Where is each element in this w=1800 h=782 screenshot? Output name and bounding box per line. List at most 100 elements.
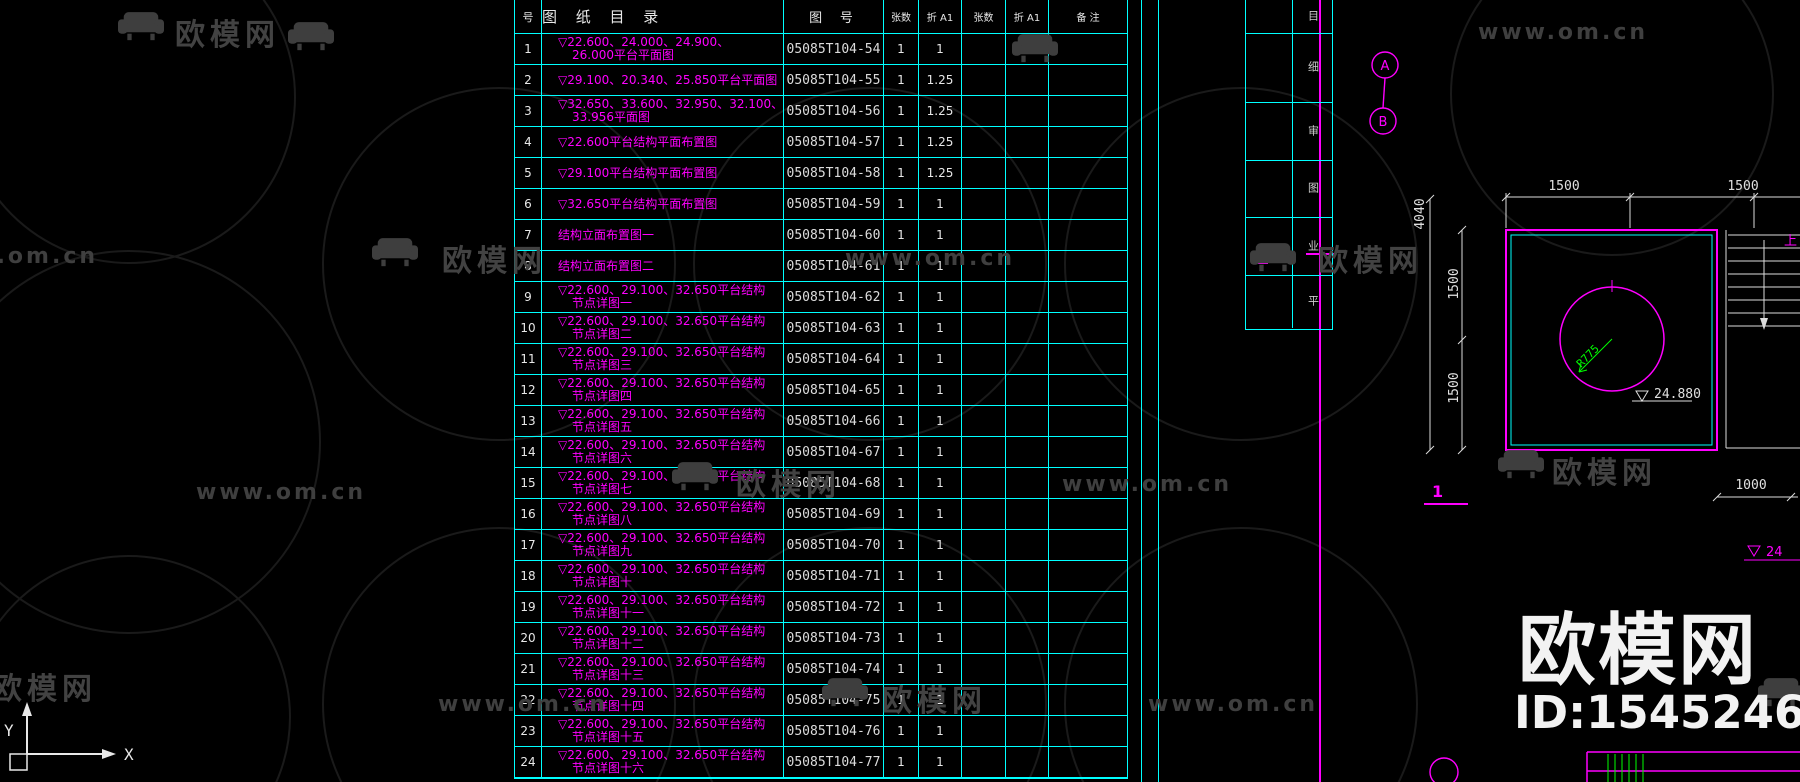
dim-total-height: 4040 xyxy=(1413,198,1428,229)
structural-plan-drawing[interactable]: A B 1500 xyxy=(1340,0,1800,782)
plan-geometry[interactable] xyxy=(1505,229,1718,451)
sheet-count-cell: 1 xyxy=(884,685,919,715)
drawing-number-cell: 05085T104-55 xyxy=(784,65,884,95)
drawing-number-cell: 05085T104-54 xyxy=(784,34,884,64)
drawing-title-line2: 26.000平台平面图 xyxy=(572,48,674,62)
titleblock-cell: 目 xyxy=(1246,0,1332,34)
table-row[interactable]: 21 ▽22.600、29.100、32.650平台结构 节点详图十三 0508… xyxy=(515,654,1127,685)
sheet-count-cell: 1 xyxy=(884,220,919,250)
drawing-title-line1: ▽29.100、20.340、25.850平台平面图 xyxy=(558,72,778,87)
table-row[interactable]: 3 ▽32.650、33.600、32.950、32.100、 33.956平面… xyxy=(515,96,1127,127)
titleblock-label: 目 xyxy=(1306,9,1320,24)
drawing-title-line2: 节点详图六 xyxy=(572,451,633,465)
drawing-title-cell: ▽29.100、20.340、25.850平台平面图 xyxy=(542,65,784,95)
table-row[interactable]: 20 ▽22.600、29.100、32.650平台结构 节点详图十二 0508… xyxy=(515,623,1127,654)
sheet-count-cell: 1 xyxy=(884,747,919,777)
table-row[interactable]: 5 ▽29.100平台结构平面布置图 05085T104-58 1 1.25 xyxy=(515,158,1127,189)
sheet-count-cell: 1 xyxy=(884,437,919,467)
fold-a1-cell: 1 xyxy=(919,251,962,281)
drawing-title-line1: ▽22.600、29.100、32.650平台结构 xyxy=(558,593,766,607)
fold-a1-cell: 1.25 xyxy=(919,158,962,188)
remark-cell xyxy=(1049,747,1127,777)
fold-a1-2-cell xyxy=(1006,375,1049,405)
stairs[interactable] xyxy=(1725,230,1800,449)
fold-a1-cell: 1.25 xyxy=(919,127,962,157)
table-row[interactable]: 1 ▽22.600、24.000、24.900、 26.000平台平面图 050… xyxy=(515,34,1127,65)
row-number: 14 xyxy=(515,437,542,467)
drawing-title-line1: ▽22.600、29.100、32.650平台结构 xyxy=(558,345,766,359)
dim-left-lower: 1500 xyxy=(1447,372,1462,403)
table-row[interactable]: 16 ▽22.600、29.100、32.650平台结构 节点详图八 05085… xyxy=(515,499,1127,530)
fold-a1-cell: 1.25 xyxy=(919,65,962,95)
table-row[interactable]: 24 ▽22.600、29.100、32.650平台结构 节点详图十六 0508… xyxy=(515,747,1127,778)
drawing-number-cell: 05085T104-70 xyxy=(784,530,884,560)
remark-cell xyxy=(1049,623,1127,653)
ucs-icon: Y X xyxy=(4,702,134,771)
fold-a1-2-cell xyxy=(1006,406,1049,436)
table-row[interactable]: 4 ▽22.600平台结构平面布置图 05085T104-57 1 1.25 xyxy=(515,127,1127,158)
table-row[interactable]: 6 ▽32.650平台结构平面布置图 05085T104-59 1 1 xyxy=(515,189,1127,220)
table-row[interactable]: 23 ▽22.600、29.100、32.650平台结构 节点详图十五 0508… xyxy=(515,716,1127,747)
sheet-count-cell: 1 xyxy=(884,406,919,436)
row-number: 2 xyxy=(515,65,542,95)
titleblock-stamp-area xyxy=(1246,34,1293,102)
titleblock-stamp-area xyxy=(1246,103,1293,160)
fold-a1-cell: 1 xyxy=(919,220,962,250)
sheet-count-2-cell xyxy=(962,34,1006,64)
table-row[interactable]: 14 ▽22.600、29.100、32.650平台结构 节点详图六 05085… xyxy=(515,437,1127,468)
remark-cell xyxy=(1049,530,1127,560)
sheet-count-cell: 1 xyxy=(884,375,919,405)
drawing-number-cell: 05085T104-77 xyxy=(784,747,884,777)
table-row[interactable]: 19 ▽22.600、29.100、32.650平台结构 节点详图十一 0508… xyxy=(515,592,1127,623)
table-row[interactable]: 13 ▽22.600、29.100、32.650平台结构 节点详图五 05085… xyxy=(515,406,1127,437)
titleblock-cell: 审 xyxy=(1246,103,1332,161)
remark-cell xyxy=(1049,189,1127,219)
fold-a1-2-cell xyxy=(1006,716,1049,746)
url-watermark: www.om.cn xyxy=(1062,472,1233,497)
table-row[interactable]: 10 ▽22.600、29.100、32.650平台结构 节点详图二 05085… xyxy=(515,313,1127,344)
drawing-title-line1: ▽22.600、29.100、32.650平台结构 xyxy=(558,500,766,514)
sheet-count-2-cell xyxy=(962,96,1006,126)
drawing-title-line2: 节点详图十四 xyxy=(572,699,645,713)
drawing-title-line1: ▽22.600、29.100、32.650平台结构 xyxy=(558,283,766,297)
table-row[interactable]: 7 结构立面布置图一 05085T104-60 1 1 xyxy=(515,220,1127,251)
big-brand-watermark: 欧模网 xyxy=(1518,606,1759,696)
row-number: 20 xyxy=(515,623,542,653)
sheet-count-cell: 1 xyxy=(884,96,919,126)
table-row[interactable]: 18 ▽22.600、29.100、32.650平台结构 节点详图十 05085… xyxy=(515,561,1127,592)
sofa-watermark-icon xyxy=(1250,243,1296,272)
table-header-row: 号 图 纸 目 录 图 号 张数 折 A1 张数 折 A1 备 注 xyxy=(515,0,1127,34)
drawing-title-line2: 节点详图一 xyxy=(572,296,633,310)
table-row[interactable]: 8 结构立面布置图二 05085T104-61 1 1 xyxy=(515,251,1127,282)
remark-cell xyxy=(1049,344,1127,374)
drawing-number-cell: 05085T104-72 xyxy=(784,592,884,622)
row-number: 16 xyxy=(515,499,542,529)
axis-bubble-b-label: B xyxy=(1379,115,1388,130)
table-row[interactable]: 11 ▽22.600、29.100、32.650平台结构 节点详图三 05085… xyxy=(515,344,1127,375)
titleblock-label: 审 xyxy=(1306,124,1320,139)
table-row[interactable]: 17 ▽22.600、29.100、32.650平台结构 节点详图九 05085… xyxy=(515,530,1127,561)
platform-outline xyxy=(1505,229,1718,451)
table-row[interactable]: 12 ▽22.600、29.100、32.650平台结构 节点详图四 05085… xyxy=(515,375,1127,406)
fold-a1-2-cell xyxy=(1006,127,1049,157)
drawing-number-cell: 05085T104-56 xyxy=(784,96,884,126)
remark-cell xyxy=(1049,220,1127,250)
table-row[interactable]: 9 ▽22.600、29.100、32.650平台结构 节点详图一 05085T… xyxy=(515,282,1127,313)
titleblock-label: 图 xyxy=(1306,182,1320,196)
sheet-count-cell: 1 xyxy=(884,654,919,684)
drawing-number-cell: 05085T104-67 xyxy=(784,437,884,467)
table-row[interactable]: 2 ▽29.100、20.340、25.850平台平面图 05085T104-5… xyxy=(515,65,1127,96)
fold-a1-2-cell xyxy=(1006,251,1049,281)
dim-bottom-right: 1000 xyxy=(1735,478,1766,493)
fold-a1-cell: 1 xyxy=(919,654,962,684)
fold-line[interactable] xyxy=(1319,0,1321,782)
header-sheets: 张数 xyxy=(884,0,919,33)
drawing-number-cell: 05085T104-69 xyxy=(784,499,884,529)
drawing-number-cell: 05085T104-62 xyxy=(784,282,884,312)
fold-a1-2-cell xyxy=(1006,313,1049,343)
row-number: 15 xyxy=(515,468,542,498)
axis-bubbles xyxy=(1369,51,1399,135)
row-number: 19 xyxy=(515,592,542,622)
titleblock-cell: 平 xyxy=(1246,276,1332,328)
